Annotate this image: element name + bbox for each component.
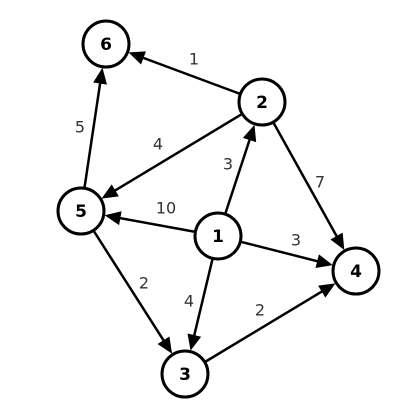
edge-5-6 <box>83 67 108 189</box>
node-1: 1 <box>193 211 243 261</box>
edge-line <box>112 112 243 193</box>
edge-weight-1-4: 3 <box>291 231 301 250</box>
edge-weight-2-6: 1 <box>189 50 199 69</box>
edge-line <box>239 240 320 263</box>
edges-layer <box>83 51 345 364</box>
node-label: 3 <box>179 365 191 385</box>
edge-2-6 <box>128 51 241 96</box>
node-circle <box>237 77 287 127</box>
node-4: 4 <box>331 246 381 296</box>
node-5: 5 <box>56 186 106 236</box>
node-circle <box>160 349 210 399</box>
edge-line <box>272 121 339 239</box>
arrowhead-icon <box>93 67 108 85</box>
arrowhead-icon <box>318 283 336 298</box>
node-2: 2 <box>237 77 287 127</box>
edge-weight-2-4: 7 <box>315 173 325 192</box>
edge-1-2 <box>223 124 257 215</box>
arrowhead-icon <box>187 333 202 351</box>
edge-line <box>223 137 252 215</box>
edge-5-3 <box>92 229 173 354</box>
edge-1-5 <box>104 211 196 234</box>
edge-weight-3-4: 2 <box>255 301 265 320</box>
arrowhead-icon <box>101 184 119 199</box>
edge-line <box>204 289 325 364</box>
edge-weight-2-5: 4 <box>153 135 163 154</box>
edge-line <box>192 258 214 338</box>
edge-line <box>83 81 102 189</box>
arrowhead-icon <box>128 51 146 65</box>
edge-weight-1-2: 3 <box>223 155 233 174</box>
edge-weight-5-6: 5 <box>75 118 85 137</box>
node-label: 2 <box>256 93 268 113</box>
node-3: 3 <box>160 349 210 399</box>
edge-line <box>118 216 196 234</box>
edge-weight-1-3: 4 <box>184 292 194 311</box>
node-circle <box>56 186 106 236</box>
edge-2-4 <box>272 121 345 251</box>
node-circle <box>81 19 131 69</box>
arrowhead-icon <box>242 124 257 143</box>
arrowhead-icon <box>104 211 122 226</box>
node-6: 6 <box>81 19 131 69</box>
node-circle <box>193 211 243 261</box>
edge-1-3 <box>187 258 214 351</box>
arrowhead-icon <box>157 336 173 354</box>
node-label: 4 <box>350 262 362 282</box>
nodes-layer: 1 2 3 4 5 6 <box>56 19 381 399</box>
edge-weights-layer: 1 5 4 3 7 10 3 2 4 2 <box>75 50 325 320</box>
edge-1-4 <box>239 240 333 268</box>
edge-weight-1-5: 10 <box>156 199 176 218</box>
edge-weight-5-3: 2 <box>139 274 149 293</box>
edge-2-5 <box>101 112 243 199</box>
edge-3-4 <box>204 283 336 364</box>
node-label: 1 <box>212 227 224 247</box>
node-label: 6 <box>100 35 112 55</box>
node-label: 5 <box>75 202 87 222</box>
arrowhead-icon <box>315 254 333 268</box>
arrowhead-icon <box>330 232 345 251</box>
edge-line <box>141 56 241 96</box>
node-circle <box>331 246 381 296</box>
edge-line <box>92 229 166 343</box>
